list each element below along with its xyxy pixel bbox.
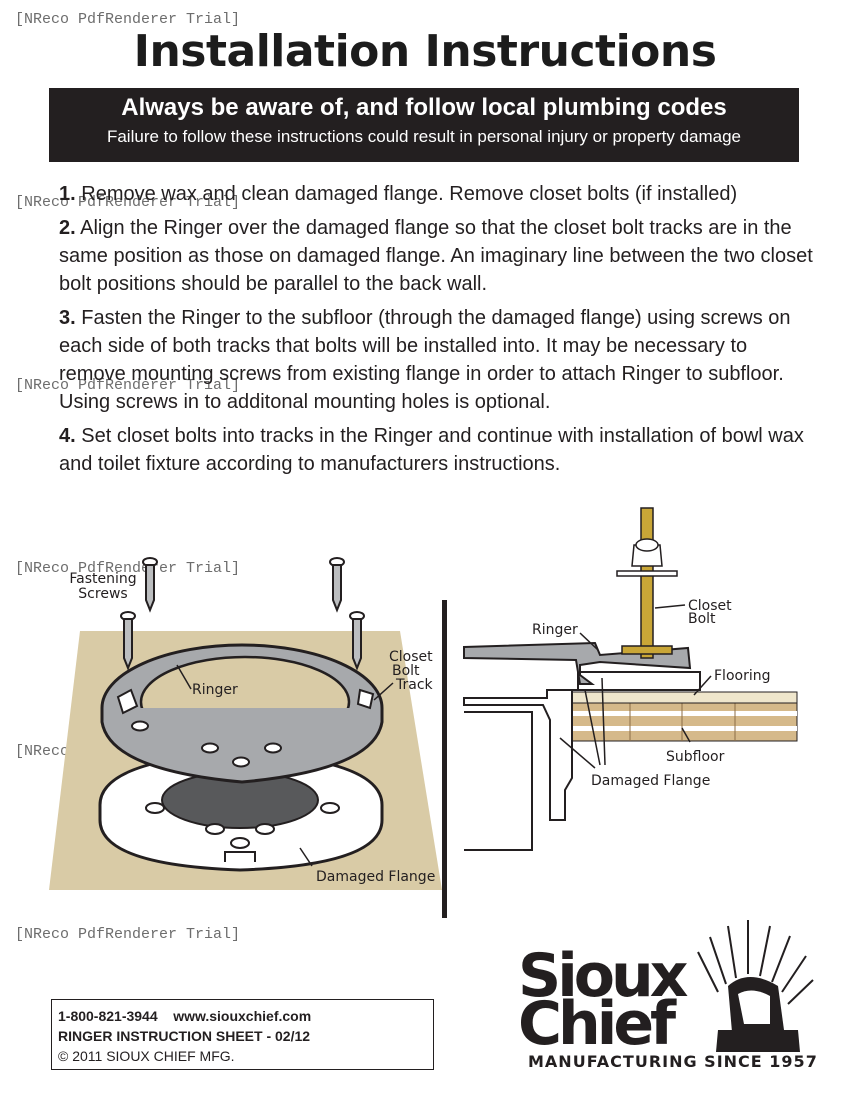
subfloor-label: Subfloor xyxy=(666,749,725,765)
contact-info-box: 1-800-821-3944 www.siouxchief.com RINGER… xyxy=(51,999,434,1070)
warning-subheading: Failure to follow these instructions cou… xyxy=(106,127,742,146)
damaged-flange-label: Damaged Flange xyxy=(316,869,435,885)
sheet-label: RINGER INSTRUCTION SHEET - 02/12 xyxy=(58,1028,311,1044)
step-number: 1. xyxy=(59,183,76,205)
step-text: Remove wax and clean damaged flange. Rem… xyxy=(81,183,738,205)
step-number: 4. xyxy=(59,425,76,447)
chief-headdress-icon xyxy=(697,920,814,1052)
ringer-label: Ringer xyxy=(532,622,578,638)
diagram-canvas: Fastening Screws Ringer Closet Bolt Trac… xyxy=(49,507,798,918)
damaged-flange-label: Damaged Flange xyxy=(591,773,710,789)
installation-diagrams: Fastening Screws Ringer Closet Bolt Trac… xyxy=(0,490,850,935)
step-item: 4. Set closet bolts into tracks in the R… xyxy=(59,422,819,478)
diagram-divider xyxy=(442,600,447,918)
website-link[interactable]: www.siouxchief.com xyxy=(173,1008,312,1024)
trial-watermark: [NReco PdfRenderer Trial] xyxy=(15,926,241,943)
phone-number: 1-800-821-3944 xyxy=(58,1008,158,1024)
closet-bolt-label: Closet xyxy=(688,598,732,614)
closet-bolt-track-label: Track xyxy=(395,677,434,693)
contact-line: 1-800-821-3944 www.siouxchief.com xyxy=(58,1006,433,1026)
step-item: 3. Fasten the Ringer to the subfloor (th… xyxy=(59,304,819,416)
flooring-label: Flooring xyxy=(714,668,770,684)
logo-word-sioux: Sioux xyxy=(518,941,688,1011)
right-cross-section-diagram: Ringer Closet Bolt Flooring Subfloor Dam… xyxy=(463,507,798,851)
step-text: Set closet bolts into tracks in the Ring… xyxy=(59,425,804,475)
fastening-screws-label: Fastening xyxy=(69,571,136,587)
ringer-label: Ringer xyxy=(192,682,238,698)
step-text: Align the Ringer over the damaged flange… xyxy=(59,217,813,295)
fastening-screws-label: Screws xyxy=(78,586,127,602)
step-item: 1. Remove wax and clean damaged flange. … xyxy=(59,180,819,208)
step-number: 3. xyxy=(59,307,76,329)
closet-bolt-track-label: Closet xyxy=(389,649,433,665)
step-text: Fasten the Ringer to the subfloor (throu… xyxy=(59,307,791,413)
trial-watermark: [NReco PdfRenderer Trial] xyxy=(15,377,241,394)
fastening-screws-illustration xyxy=(120,557,365,671)
logo-tagline: MANUFACTURING SINCE 1957 xyxy=(528,1052,818,1071)
warning-heading: Always be aware of, and follow local plu… xyxy=(121,94,727,121)
logo-word-chief: Chief xyxy=(518,989,676,1059)
trial-watermark: [NReco PdfRenderer Trial] xyxy=(15,11,241,28)
step-number: 2. xyxy=(59,217,76,239)
page-title: Installation Instructions xyxy=(133,26,717,77)
instruction-steps: 1. Remove wax and clean damaged flange. … xyxy=(59,180,819,484)
sioux-chief-logo: Sioux Chief MANUFACTURING SINCE 1957 xyxy=(518,920,818,1080)
trial-watermark: [NReco PdfRenderer Trial] xyxy=(15,560,241,577)
closet-bolt-label: Bolt xyxy=(688,611,716,627)
step-item: 2. Align the Ringer over the damaged fla… xyxy=(59,214,819,298)
warning-banner: Always be aware of, and follow local plu… xyxy=(49,88,799,162)
closet-bolt-track-label: Bolt xyxy=(392,663,420,679)
trial-watermark: [NReco PdfRenderer Trial] xyxy=(15,194,241,211)
copyright-line: © 2011 SIOUX CHIEF MFG. xyxy=(58,1048,235,1064)
ringer-illustration xyxy=(100,643,384,784)
left-flange-diagram: Fastening Screws Ringer Closet Bolt Trac… xyxy=(49,557,442,890)
